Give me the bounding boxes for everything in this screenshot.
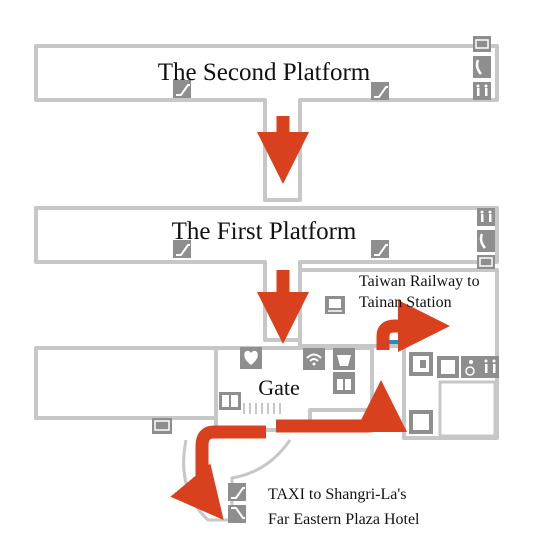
escalator-icon	[173, 240, 191, 258]
train-icon	[325, 296, 345, 314]
concourse-left-area	[34, 346, 218, 420]
first-platform-label: The First Platform	[172, 218, 357, 245]
escalator-icon	[173, 80, 191, 98]
route-arrow-to-concourse	[276, 380, 407, 433]
telephone-icon	[477, 230, 495, 252]
information-icon	[240, 347, 262, 369]
elevator-icon	[409, 352, 433, 376]
atm-icon	[152, 418, 172, 434]
escalator-icon	[371, 82, 389, 100]
escalator-icon	[228, 483, 246, 501]
taxi-label-line2: Far Eastern Plaza Hotel	[268, 511, 420, 528]
route-arrow-to-taxi	[170, 425, 266, 520]
elevator-icon	[437, 356, 459, 378]
escalator-icon	[371, 240, 389, 258]
railway-label-line2: Tainan Station	[359, 294, 452, 311]
gift-icon	[333, 372, 355, 394]
wifi-icon	[303, 348, 325, 370]
second-platform-label: The Second Platform	[158, 59, 371, 86]
locker-icon	[219, 392, 241, 410]
gate-label: Gate	[258, 375, 300, 400]
restroom-icon	[481, 356, 499, 378]
restroom-icon	[473, 82, 491, 100]
telephone-icon	[473, 56, 491, 78]
drink-icon	[333, 348, 355, 370]
railway-label-line1: Taiwan Railway to	[359, 273, 480, 290]
escalator-icon	[228, 505, 246, 523]
atm-icon	[473, 36, 491, 52]
right-building-inner	[438, 380, 497, 438]
taxi-label-line1: TAXI to Shangri-La's	[268, 486, 406, 503]
restroom-icon	[477, 208, 495, 226]
accessible-icon	[461, 356, 481, 378]
elevator-icon	[409, 410, 433, 434]
route-arrow-to-railway	[376, 300, 450, 352]
atm-icon	[477, 255, 495, 269]
